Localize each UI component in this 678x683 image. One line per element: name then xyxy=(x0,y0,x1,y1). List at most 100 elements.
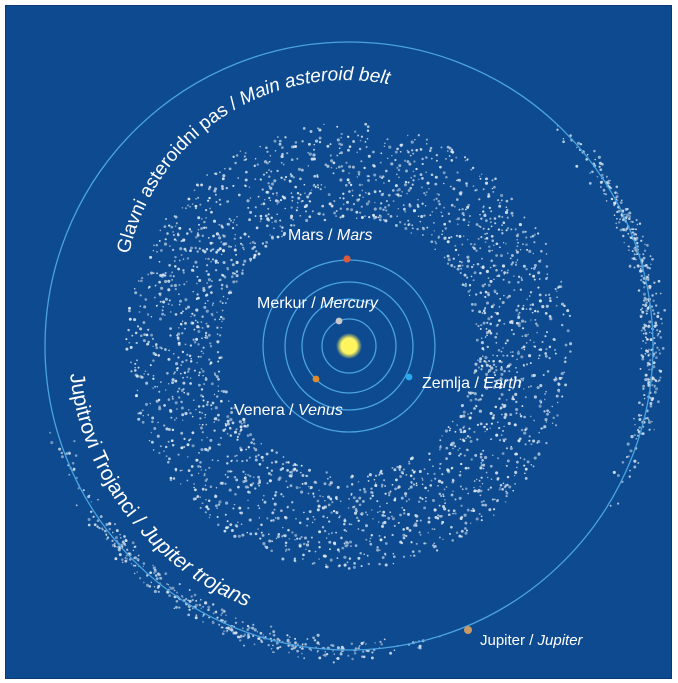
asteroid-dot xyxy=(193,328,196,331)
jupiter-orbit xyxy=(44,41,654,651)
asteroid-dot xyxy=(150,271,154,275)
asteroid-dot xyxy=(182,258,185,260)
asteroid-dot xyxy=(166,232,169,235)
asteroid-dot xyxy=(455,198,459,201)
asteroid-dot xyxy=(440,495,443,497)
asteroid-dot xyxy=(167,383,170,385)
asteroid-dot xyxy=(403,509,406,512)
asteroid-dot xyxy=(401,506,404,509)
asteroid-dot xyxy=(440,481,444,484)
asteroid-dot xyxy=(384,219,388,223)
asteroid-dot xyxy=(335,210,338,212)
asteroid-dot xyxy=(491,454,494,457)
asteroid-dot xyxy=(521,335,524,338)
asteroid-dot xyxy=(448,220,451,223)
asteroid-dot xyxy=(297,202,299,204)
asteroid-dot xyxy=(424,194,427,196)
trojan-dot xyxy=(108,522,112,526)
asteroid-dot xyxy=(291,472,293,475)
asteroid-dot xyxy=(184,327,186,330)
asteroid-dot xyxy=(510,328,513,331)
trojan-dot xyxy=(644,303,648,307)
asteroid-dot xyxy=(301,557,304,561)
asteroid-dot xyxy=(489,266,492,269)
asteroid-dot xyxy=(383,536,386,539)
asteroid-dot xyxy=(294,539,296,541)
asteroid-dot xyxy=(226,297,229,300)
asteroid-dot xyxy=(191,203,194,205)
asteroid-dot xyxy=(468,294,471,297)
asteroid-dot xyxy=(426,181,430,185)
asteroid-dot xyxy=(485,301,490,305)
asteroid-dot xyxy=(496,499,499,502)
asteroid-dot xyxy=(351,474,354,478)
asteroid-dot xyxy=(500,372,504,376)
trojan-dot xyxy=(294,637,297,640)
asteroid-dot xyxy=(332,172,335,175)
asteroid-dot xyxy=(249,242,252,245)
asteroid-dot xyxy=(385,200,388,202)
trojan-dot xyxy=(651,309,655,312)
trojan-dot xyxy=(636,428,640,432)
trojan-dot xyxy=(642,253,645,256)
asteroid-dot xyxy=(326,516,329,519)
asteroid-dot xyxy=(352,203,356,206)
trojan-dot xyxy=(626,216,628,218)
asteroid-dot xyxy=(398,220,402,224)
asteroid-dot xyxy=(518,321,521,325)
asteroid-dot xyxy=(553,348,557,351)
asteroid-dot xyxy=(206,174,209,176)
asteroid-dot xyxy=(151,416,155,420)
trojan-dot xyxy=(654,387,659,391)
asteroid-dot xyxy=(291,145,295,149)
trojan-dot xyxy=(234,621,238,625)
asteroid-dot xyxy=(447,509,450,512)
asteroid-dot xyxy=(480,217,483,220)
trojan-dot xyxy=(648,284,652,288)
asteroid-dot xyxy=(313,480,317,484)
trojan-dot xyxy=(641,432,645,435)
asteroid-dot xyxy=(498,426,501,430)
asteroid-dot xyxy=(169,478,173,482)
trojan-dot xyxy=(615,222,618,225)
asteroid-dot xyxy=(129,345,133,349)
trojan-dot xyxy=(658,369,661,372)
asteroid-dot xyxy=(264,244,267,248)
asteroid-dot xyxy=(214,417,218,421)
asteroid-dot xyxy=(179,247,183,251)
asteroid-dot xyxy=(468,215,471,217)
asteroid-dot xyxy=(340,143,344,147)
asteroid-dot xyxy=(236,521,239,524)
asteroid-dot xyxy=(196,362,198,364)
asteroid-dot xyxy=(543,398,546,401)
asteroid-dot xyxy=(458,208,461,211)
asteroid-dot xyxy=(304,536,307,540)
trojan-dot xyxy=(192,607,194,610)
asteroid-dot xyxy=(294,145,298,148)
asteroid-dot xyxy=(515,308,519,312)
asteroid-dot xyxy=(205,335,209,340)
asteroid-dot xyxy=(307,468,312,472)
asteroid-dot xyxy=(366,125,370,129)
asteroid-dot xyxy=(171,378,175,382)
asteroid-dot xyxy=(361,189,364,192)
asteroid-dot xyxy=(157,354,160,357)
asteroid-dot xyxy=(196,250,199,253)
trojan-dot xyxy=(658,330,662,333)
asteroid-dot xyxy=(197,216,201,220)
asteroid-dot xyxy=(292,218,294,221)
asteroid-dot xyxy=(193,483,196,485)
asteroid-dot xyxy=(361,529,363,532)
trojan-dot xyxy=(604,193,607,196)
asteroid-dot xyxy=(240,422,243,425)
asteroid-dot xyxy=(514,263,518,266)
asteroid-dot xyxy=(181,206,184,209)
asteroid-dot xyxy=(466,264,470,268)
asteroid-dot xyxy=(144,402,149,406)
trojan-dot xyxy=(252,634,255,638)
asteroid-dot xyxy=(266,517,269,520)
trojan-dot xyxy=(621,228,624,231)
asteroid-dot xyxy=(486,321,489,324)
asteroid-dot xyxy=(338,142,342,146)
asteroid-dot xyxy=(199,496,202,499)
